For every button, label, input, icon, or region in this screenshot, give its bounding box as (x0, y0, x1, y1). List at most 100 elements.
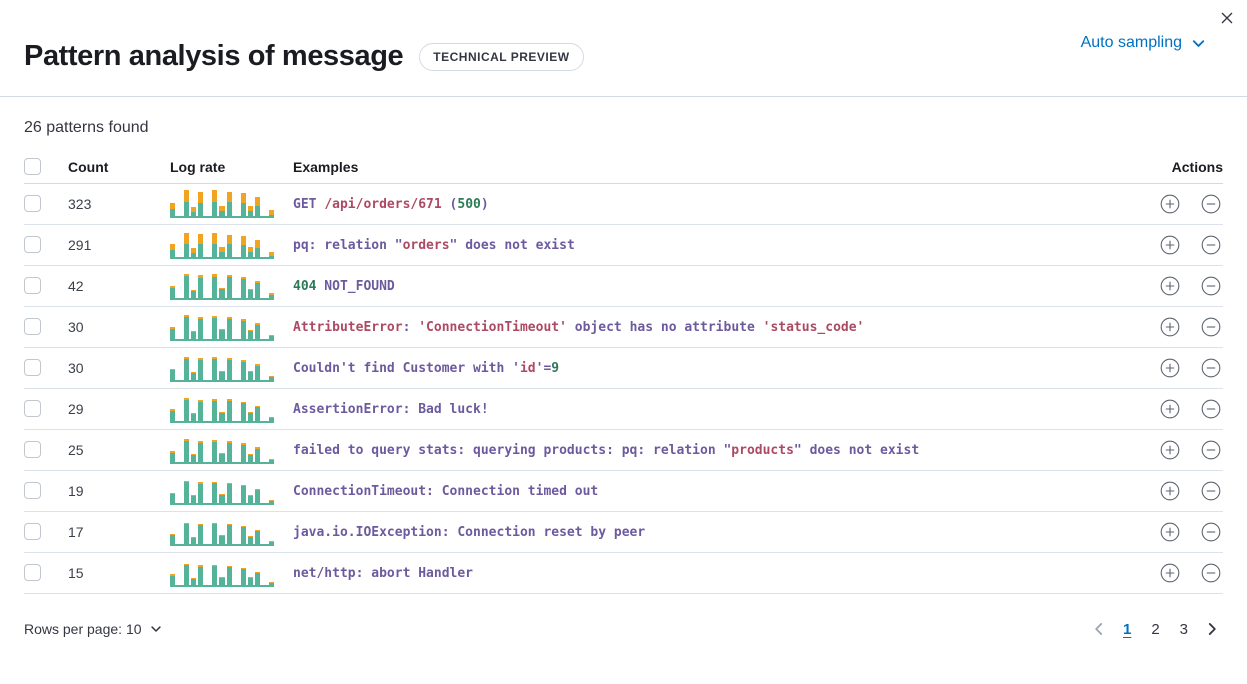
filter-for-pattern-button[interactable] (1160, 235, 1180, 255)
sparkline-bar (177, 585, 183, 587)
sparkline-bar (191, 495, 197, 505)
filter-out-pattern-button[interactable] (1201, 235, 1221, 255)
column-header-count: Count (68, 158, 109, 175)
page-button-1[interactable]: 1 (1116, 619, 1138, 640)
row-checkbox[interactable] (24, 482, 41, 500)
filter-out-pattern-button[interactable] (1201, 522, 1221, 542)
filter-for-pattern-button[interactable] (1160, 522, 1180, 542)
sparkline-bar (254, 240, 260, 259)
sparkline-bar (247, 247, 253, 259)
sparkline-bar (184, 439, 190, 464)
sparkline-bar (184, 315, 190, 341)
row-checkbox[interactable] (24, 236, 41, 254)
example-text: pq: relation "orders" does not exist (293, 237, 575, 253)
select-all-checkbox[interactable] (24, 158, 41, 176)
log-rate-sparkline (170, 518, 274, 546)
sparkline-bar (198, 400, 204, 423)
example-text: 404 NOT_FOUND (293, 278, 395, 294)
rows-per-page-selector[interactable]: Rows per page: 10 (24, 621, 163, 637)
close-button[interactable] (1215, 6, 1239, 30)
sparkline-bar (268, 417, 274, 423)
sparkline-bar (191, 331, 197, 341)
column-header-examples: Examples (293, 158, 359, 175)
sparkline-bar (226, 524, 232, 546)
sparkline-bar (240, 236, 246, 259)
filter-for-pattern-button[interactable] (1160, 481, 1180, 501)
sparkline-bar (212, 190, 218, 218)
sparkline-bar (198, 192, 204, 218)
filter-for-pattern-button[interactable] (1160, 358, 1180, 378)
chevron-right-icon (1208, 623, 1216, 635)
sparkline-bar (191, 372, 197, 382)
sparkline-bar (240, 526, 246, 546)
sparkline-bar (205, 339, 211, 341)
sparkline-bar (233, 298, 239, 300)
filter-out-pattern-button[interactable] (1201, 276, 1221, 296)
page-button-3[interactable]: 3 (1173, 619, 1195, 640)
row-checkbox[interactable] (24, 359, 41, 377)
sampling-dropdown[interactable]: Auto sampling (1081, 34, 1207, 52)
row-checkbox[interactable] (24, 564, 41, 582)
sparkline-bar (212, 440, 218, 464)
next-page-button[interactable] (1201, 618, 1223, 640)
filter-for-pattern-button[interactable] (1160, 440, 1180, 460)
filter-out-pattern-button[interactable] (1201, 358, 1221, 378)
previous-page-button[interactable] (1088, 618, 1110, 640)
sparkline-bar (268, 376, 274, 382)
filter-for-pattern-button[interactable] (1160, 194, 1180, 214)
sparkline-bar (226, 358, 232, 382)
sparkline-bar (191, 578, 197, 587)
example-text: failed to query stats: querying products… (293, 442, 920, 458)
filter-for-pattern-button[interactable] (1160, 276, 1180, 296)
sparkline-bar (226, 235, 232, 259)
sparkline-bar (177, 257, 183, 259)
plus-in-circle-icon (1160, 317, 1180, 337)
sparkline-bar (226, 441, 232, 464)
row-checkbox[interactable] (24, 195, 41, 213)
sparkline-bar (240, 568, 246, 587)
row-checkbox[interactable] (24, 523, 41, 541)
sparkline-bar (198, 524, 204, 546)
filter-out-pattern-button[interactable] (1201, 481, 1221, 501)
table-header-row: Count Log rate Examples Actions (24, 150, 1223, 184)
minus-in-circle-icon (1201, 358, 1221, 378)
filter-out-pattern-button[interactable] (1201, 194, 1221, 214)
filter-out-pattern-button[interactable] (1201, 399, 1221, 419)
sparkline-bar (212, 357, 218, 382)
sparkline-bar (205, 585, 211, 587)
example-text: GET /api/orders/671 (500) (293, 196, 489, 212)
sparkline-bar (191, 248, 197, 259)
filter-for-pattern-button[interactable] (1160, 563, 1180, 583)
filter-for-pattern-button[interactable] (1160, 399, 1180, 419)
minus-in-circle-icon (1201, 317, 1221, 337)
sparkline-bar (247, 289, 253, 300)
sparkline-bar (233, 339, 239, 341)
page-button-2[interactable]: 2 (1144, 619, 1166, 640)
page-title: Pattern analysis of message (24, 40, 404, 73)
log-rate-sparkline (170, 477, 274, 505)
row-checkbox[interactable] (24, 441, 41, 459)
sparkline-bar (177, 380, 183, 382)
sparkline-bar (212, 399, 218, 423)
sparkline-bar (233, 462, 239, 464)
sparkline-bar (205, 257, 211, 259)
column-header-actions: Actions (1171, 158, 1223, 175)
sparkline-bar (184, 481, 190, 505)
sparkline-bar (170, 286, 176, 300)
filter-for-pattern-button[interactable] (1160, 317, 1180, 337)
sparkline-bar (184, 190, 190, 218)
sparkline-bar (198, 317, 204, 341)
sparkline-bar (212, 233, 218, 259)
filter-out-pattern-button[interactable] (1201, 563, 1221, 583)
sparkline-bar (226, 192, 232, 218)
filter-out-pattern-button[interactable] (1201, 440, 1221, 460)
row-checkbox[interactable] (24, 400, 41, 418)
row-checkbox[interactable] (24, 277, 41, 295)
row-checkbox[interactable] (24, 318, 41, 336)
sparkline-bar (233, 257, 239, 259)
filter-out-pattern-button[interactable] (1201, 317, 1221, 337)
